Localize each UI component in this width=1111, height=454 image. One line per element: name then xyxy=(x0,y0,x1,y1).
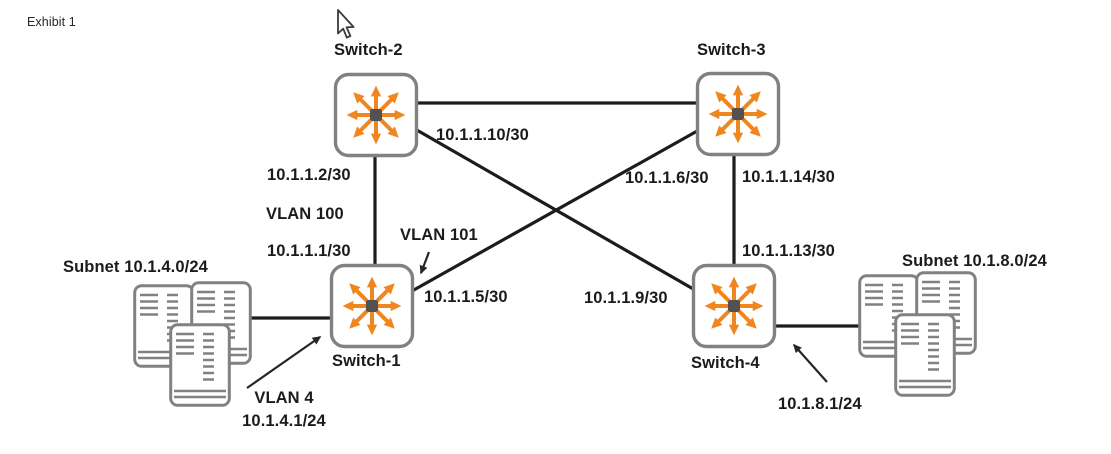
mouse-cursor-icon xyxy=(337,9,355,39)
switch3-layer3-switch-icon xyxy=(698,74,779,155)
ip-label-10-1-1-2: 10.1.1.2/30 xyxy=(267,166,351,184)
network-links xyxy=(250,101,862,328)
switch1-layer3-switch-icon xyxy=(332,266,413,347)
vlan100-label: VLAN 100 xyxy=(266,205,344,223)
switch2-layer3-switch-icon xyxy=(336,75,417,156)
annotation-arrows xyxy=(246,251,828,389)
ip-label-10-1-1-9: 10.1.1.9/30 xyxy=(584,289,668,307)
server-tower-icon xyxy=(894,313,956,397)
switch4-label: Switch-4 xyxy=(691,354,760,372)
server-cluster-right xyxy=(858,271,977,397)
vlan4-label: VLAN 4 xyxy=(254,389,314,407)
switch2-label: Switch-2 xyxy=(334,41,403,59)
server-tower-icon xyxy=(169,323,231,407)
ip-label-10-1-1-6: 10.1.1.6/30 xyxy=(625,169,709,187)
subnet-left-label: Subnet 10.1.4.0/24 xyxy=(63,258,208,276)
vlan101-label: VLAN 101 xyxy=(400,226,478,244)
vlan4-ip-label: 10.1.4.1/24 xyxy=(242,412,326,430)
ip-label-10-1-1-1: 10.1.1.1/30 xyxy=(267,242,351,260)
exhibit-title: Exhibit 1 xyxy=(27,15,76,29)
subnet-right-label: Subnet 10.1.8.0/24 xyxy=(902,252,1047,270)
ip-label-10-1-1-13: 10.1.1.13/30 xyxy=(742,242,835,260)
ip-label-10-1-1-5: 10.1.1.5/30 xyxy=(424,288,508,306)
ip-label-10-1-1-14: 10.1.1.14/30 xyxy=(742,168,835,186)
switch4-ip-label: 10.1.8.1/24 xyxy=(778,395,862,413)
vlan4-pointer-arrow xyxy=(246,336,322,389)
server-cluster-left xyxy=(133,281,252,407)
switch4-ip-pointer-arrow xyxy=(792,343,828,383)
vlan101-pointer-arrow xyxy=(419,251,431,275)
switch3-label: Switch-3 xyxy=(697,41,766,59)
ip-label-10-1-1-10: 10.1.1.10/30 xyxy=(436,126,529,144)
switch4-layer3-switch-icon xyxy=(694,266,775,347)
switch1-label: Switch-1 xyxy=(332,352,401,370)
link-switch1-switch3 xyxy=(411,128,700,293)
